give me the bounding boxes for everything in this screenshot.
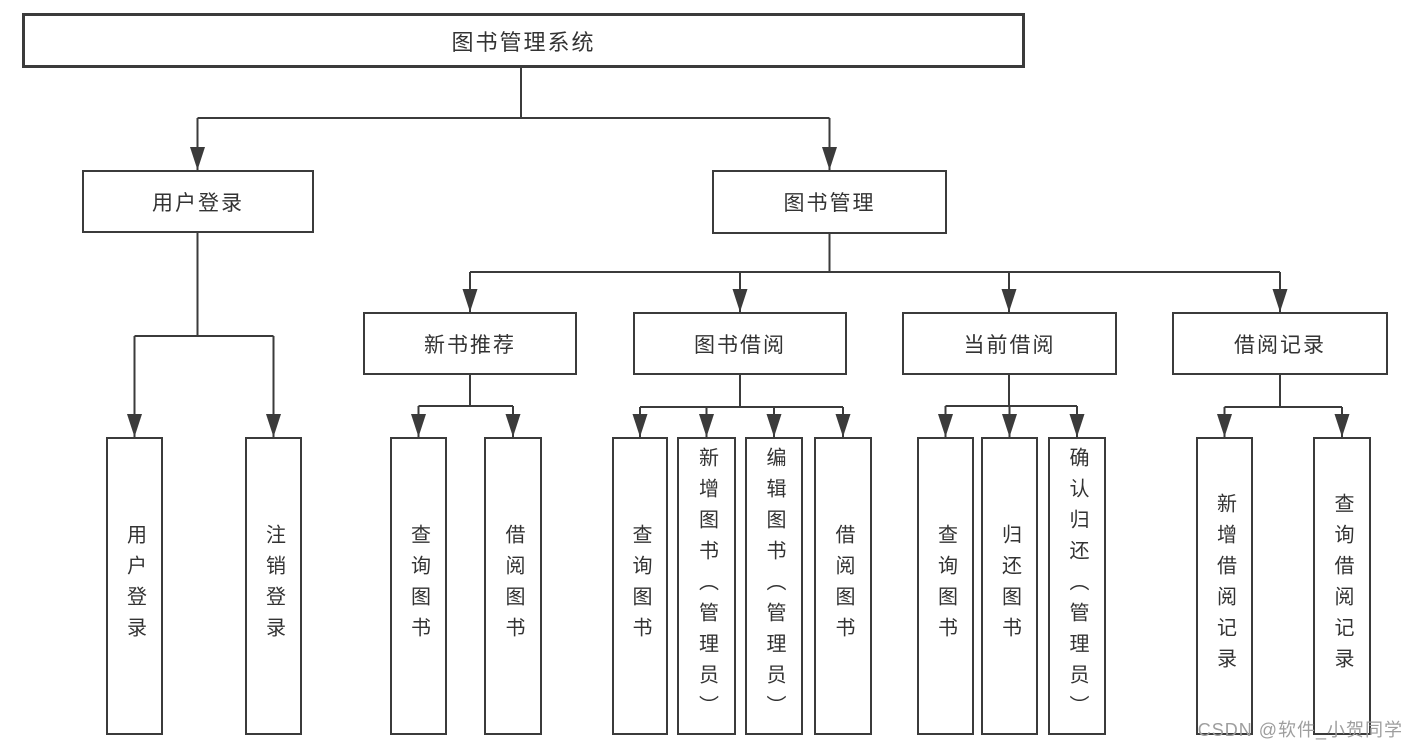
node-book-management: 图书管理 — [712, 170, 947, 234]
node-label: 新增借阅记录 — [1213, 493, 1236, 679]
node-label: 图书借阅 — [694, 333, 786, 357]
node-label: 图书管理 — [783, 192, 876, 215]
node-label: 确认归还（管理员） — [1066, 446, 1088, 726]
leaf-confirm-return-admin: 确认归还（管理员） — [1048, 437, 1106, 735]
node-label: 查询图书 — [407, 524, 430, 648]
leaf-edit-books-admin: 编辑图书（管理员） — [745, 437, 803, 735]
node-current-borrowing: 当前借阅 — [902, 312, 1117, 375]
node-book-borrowing: 图书借阅 — [633, 312, 847, 375]
node-new-book-recommendation: 新书推荐 — [363, 312, 577, 375]
node-label: 借阅图书 — [832, 524, 854, 648]
leaf-add-books-admin: 新增图书（管理员） — [677, 437, 736, 735]
leaf-query-books-current: 查询图书 — [917, 437, 974, 735]
node-label: 新书推荐 — [424, 333, 516, 357]
node-library-management-system: 图书管理系统 — [22, 13, 1025, 68]
node-label: 查询借阅记录 — [1331, 493, 1353, 679]
csdn-watermark: CSDN @软件_小贺同学 — [1197, 720, 1403, 740]
node-label: 用户登录 — [123, 524, 146, 648]
node-label: 查询图书 — [629, 524, 651, 648]
leaf-query-books-recommend: 查询图书 — [390, 437, 447, 735]
leaf-query-books-borrowing: 查询图书 — [612, 437, 668, 735]
leaf-borrow-books-borrowing: 借阅图书 — [814, 437, 872, 735]
node-label: 借阅图书 — [502, 524, 524, 648]
node-label: 编辑图书（管理员） — [763, 446, 785, 726]
node-user-login: 用户登录 — [82, 170, 314, 233]
node-label: 借阅记录 — [1234, 333, 1326, 357]
leaf-user-login: 用户登录 — [106, 437, 163, 735]
node-label: 用户登录 — [152, 191, 244, 215]
leaf-query-borrow-record: 查询借阅记录 — [1313, 437, 1371, 735]
node-label: 图书管理系统 — [451, 29, 596, 55]
leaf-borrow-books-recommend: 借阅图书 — [484, 437, 542, 735]
node-label: 查询图书 — [934, 524, 957, 648]
node-label: 注销登录 — [262, 524, 285, 648]
node-borrowing-records: 借阅记录 — [1172, 312, 1388, 375]
node-label: 当前借阅 — [963, 333, 1056, 357]
leaf-return-books: 归还图书 — [981, 437, 1038, 735]
node-label: 新增图书（管理员） — [695, 446, 718, 726]
leaf-add-borrow-record: 新增借阅记录 — [1196, 437, 1253, 735]
node-label: 归还图书 — [998, 524, 1021, 648]
leaf-logout-login: 注销登录 — [245, 437, 302, 735]
